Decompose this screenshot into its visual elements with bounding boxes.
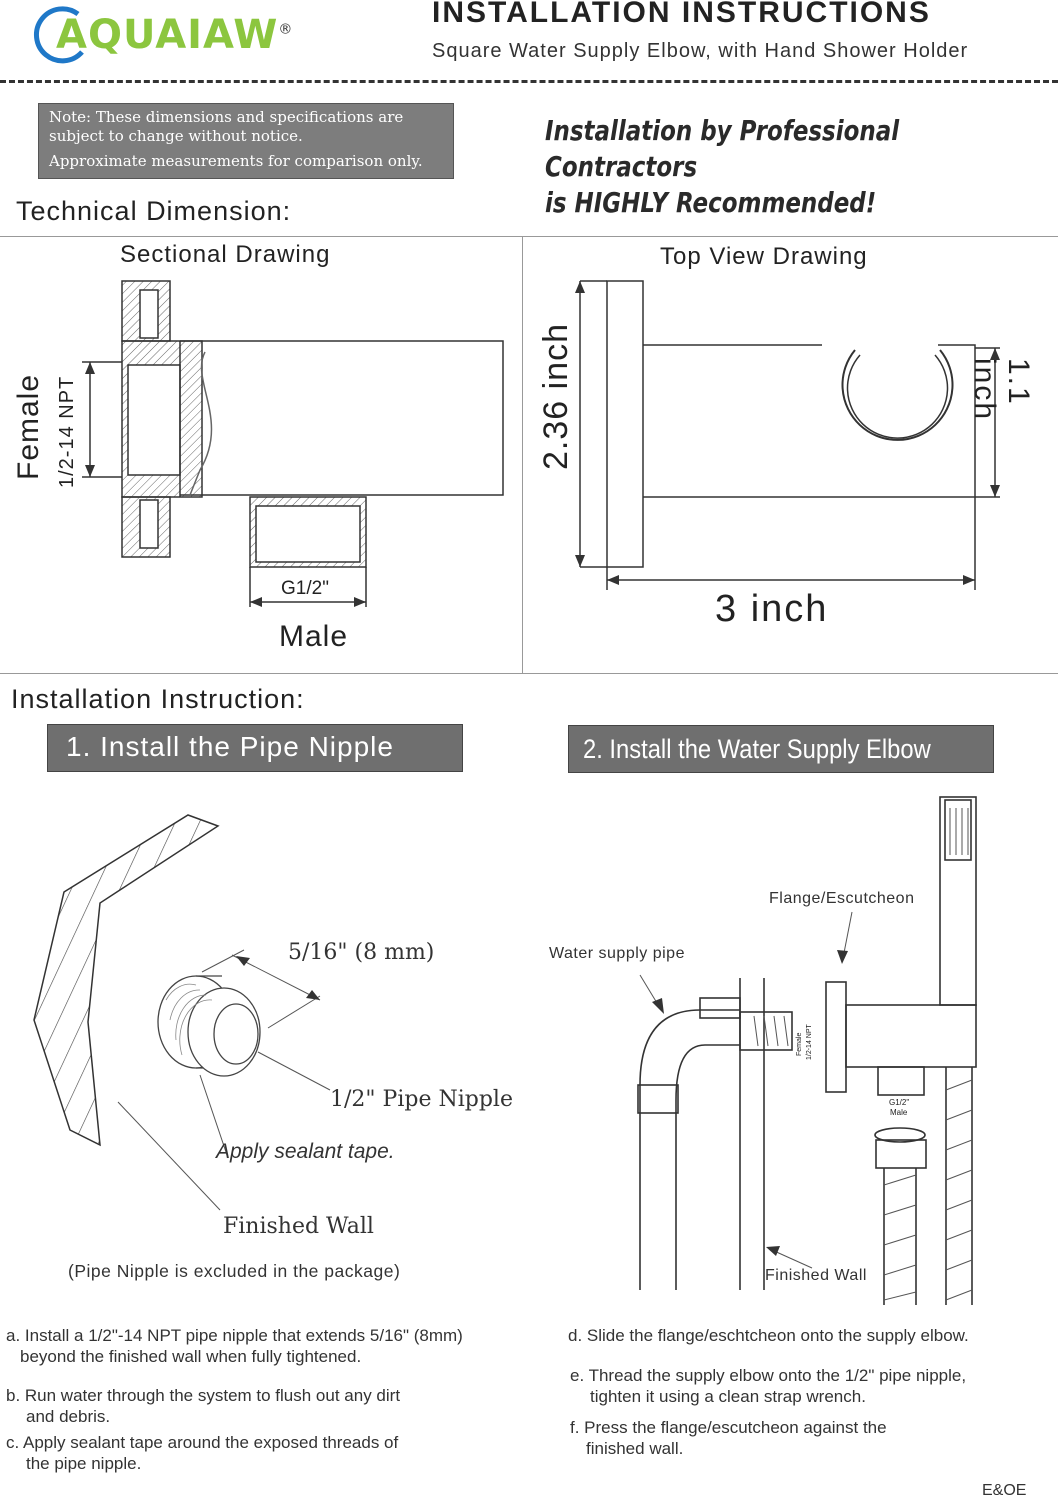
installation-heading: Installation Instruction: xyxy=(11,684,305,714)
pipe-label: Water supply pipe xyxy=(549,945,685,962)
topview-title: Top View Drawing xyxy=(660,243,868,270)
logo-ring-icon xyxy=(33,6,84,64)
sectional-drawing xyxy=(82,280,1000,607)
eoe-mark: E&OE xyxy=(982,1482,1027,1499)
excluded-note: (Pipe Nipple is excluded in the package) xyxy=(68,1261,401,1281)
nipple-label: 1/2" Pipe Nipple xyxy=(330,1087,513,1112)
note-box: Note: These dimensions and specification… xyxy=(38,103,454,179)
step-e: e. Thread the supply elbow onto the 1/2"… xyxy=(570,1366,967,1406)
divider xyxy=(0,80,1058,83)
technical-frame xyxy=(0,236,1058,674)
fig2-male: Male xyxy=(890,1108,908,1117)
step-d: d. Slide the flange/eschtcheon onto the … xyxy=(568,1326,969,1345)
step-c: c. Apply sealant tape around the exposed… xyxy=(6,1433,399,1473)
step-a: a. Install a 1/2"-14 NPT pipe nipple tha… xyxy=(6,1326,463,1366)
male-label: Male xyxy=(279,620,349,653)
fig2-thread: 1/2-14 NPT xyxy=(806,1024,813,1060)
logo: AQUAIAW® xyxy=(56,12,294,58)
step-b: b. Run water through the system to flush… xyxy=(6,1386,401,1426)
tape-label: Apply sealant tape. xyxy=(216,1140,395,1163)
wall-label-1: Finished Wall xyxy=(223,1214,374,1239)
frame-divider xyxy=(522,236,523,674)
step1-banner: 1. Install the Pipe Nipple xyxy=(47,724,463,772)
measure-label: 5/16" (8 mm) xyxy=(288,940,435,965)
fig2-outlet: G1/2" xyxy=(889,1098,910,1107)
step2-banner: 2. Install the Water Supply Elbow xyxy=(568,725,994,773)
recommendation: Installation by Professional Contractors… xyxy=(545,114,900,219)
page-title: INSTALLATION INSTRUCTIONS xyxy=(432,0,931,29)
sectional-title: Sectional Drawing xyxy=(120,241,331,268)
page-subtitle: Square Water Supply Elbow, with Hand Sho… xyxy=(432,40,969,62)
fig2-female: Female xyxy=(796,1032,803,1056)
technical-heading: Technical Dimension: xyxy=(16,196,292,226)
flange-label: Flange/Escutcheon xyxy=(769,890,915,907)
wall-label-2: Finished Wall xyxy=(765,1267,867,1284)
step-f: f. Press the flange/escutcheon against t… xyxy=(570,1418,887,1458)
pipe-nipple-figure xyxy=(33,796,977,1305)
outlet-label: G1/2" xyxy=(281,578,329,599)
width-dimension: 3 inch xyxy=(715,588,829,630)
